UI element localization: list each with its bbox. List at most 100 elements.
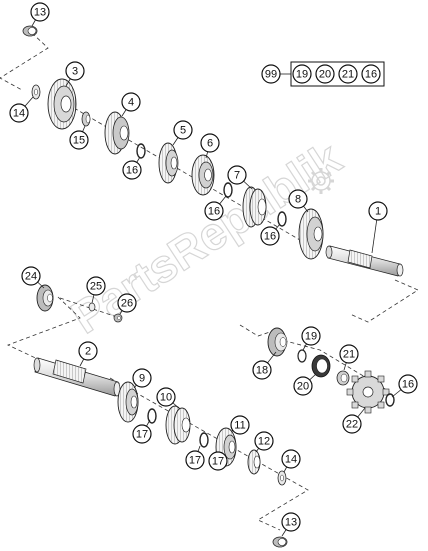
callout-number: 17 (212, 456, 224, 468)
washer-part (88, 302, 96, 312)
spacer-part (336, 370, 350, 386)
callout-c20: 20 (293, 376, 313, 396)
callout-number: 16 (264, 231, 276, 243)
callout-c11: 11 (230, 415, 250, 435)
callout-number: 16 (365, 69, 377, 81)
circlip-part (385, 393, 395, 407)
callout-c18: 18 (252, 360, 272, 380)
callout-number: 20 (297, 381, 309, 393)
needle-bearing-part (272, 536, 288, 548)
callout-number: 8 (295, 194, 301, 206)
callout-number: 24 (25, 271, 37, 283)
circlip-part (277, 211, 287, 227)
circlip-part (199, 432, 209, 448)
callout-c24: 24 (21, 266, 41, 286)
gear-part (165, 405, 191, 445)
callout-c17a: 17 (132, 424, 152, 444)
callout-number: 22 (346, 419, 358, 431)
gear-part (298, 208, 324, 260)
circlip-part (223, 182, 233, 198)
gear-part (191, 154, 215, 196)
thrust-washer-part (31, 84, 41, 100)
ball-bearing-part (267, 327, 288, 357)
circlip-part (147, 408, 157, 424)
callout-c1: 1 (368, 201, 388, 221)
kit-callout-item: 20 (315, 64, 335, 84)
ball-bearing-part (36, 284, 54, 312)
callout-number: 18 (256, 365, 268, 377)
callout-number: 1 (375, 206, 381, 218)
circlip-part (136, 143, 146, 159)
callout-c16c: 16 (260, 226, 280, 246)
callout-c25: 25 (86, 276, 106, 296)
callout-labels: 13 3 14 15 4 5 16 6 16 7 8 16 1 24 25 26 2 19 21 18 20 16 22 9 1… (9, 2, 418, 537)
callout-number: 20 (319, 69, 331, 81)
callout-number: 12 (258, 436, 270, 448)
callout-c17c: 17 (208, 451, 228, 471)
callout-number: 15 (73, 135, 85, 147)
callout-c19: 19 (301, 326, 321, 346)
callout-number: 13 (285, 517, 297, 529)
callout-number: 4 (128, 97, 134, 109)
gear-part (47, 78, 77, 130)
callout-c8: 8 (288, 189, 308, 209)
shaft-seal-part (311, 354, 331, 378)
callout-number: 21 (342, 69, 354, 81)
callout-c15: 15 (69, 130, 89, 150)
callout-number: 11 (234, 420, 245, 432)
callout-c9: 9 (132, 368, 152, 388)
sprocket-part (346, 370, 390, 414)
bushing-part (81, 111, 91, 127)
callout-number: 17 (136, 429, 148, 441)
callout-c22: 22 (342, 414, 362, 434)
gear-part (158, 142, 179, 184)
kit-callout-main: 99 (261, 64, 281, 84)
kit-callout-item: 21 (338, 64, 358, 84)
callout-number: 21 (343, 349, 355, 361)
callout-c4: 4 (121, 92, 141, 112)
callout-c21: 21 (339, 344, 359, 364)
callout-c16d: 16 (398, 374, 418, 394)
needle-bearing-part (22, 25, 38, 37)
callout-c13b: 13 (281, 512, 301, 532)
kit-callout-item: 19 (292, 64, 312, 84)
callout-number: 10 (160, 392, 172, 404)
counter-shaft-part (33, 357, 121, 397)
gear-part (247, 449, 261, 475)
gear-part (117, 381, 139, 423)
repair-kit-group (280, 61, 385, 87)
callout-c14b: 14 (281, 449, 301, 469)
callout-c2: 2 (78, 341, 98, 361)
callout-c14a: 14 (9, 103, 29, 123)
callout-number: 16 (126, 165, 138, 177)
kit-callout-item: 16 (361, 64, 381, 84)
callout-c16b: 16 (204, 201, 224, 221)
callout-number: 14 (13, 108, 25, 120)
gear-part (104, 111, 130, 155)
nut-part (113, 313, 123, 323)
callout-number: 6 (207, 138, 213, 150)
callout-number: 16 (402, 379, 414, 391)
callout-number: 13 (34, 7, 46, 19)
callout-c16a: 16 (122, 160, 142, 180)
callout-number: 5 (180, 125, 186, 137)
callout-c10: 10 (156, 387, 176, 407)
callout-c26: 26 (117, 293, 137, 313)
gear-part (242, 186, 267, 228)
watermark-gear-icon (308, 168, 334, 194)
callout-number: 26 (121, 298, 133, 310)
callout-number: 3 (72, 66, 78, 78)
o-ring-part (297, 349, 307, 363)
callout-number: 16 (208, 206, 220, 218)
callout-number: 17 (189, 455, 201, 467)
callout-c17b: 17 (185, 450, 205, 470)
callout-number: 9 (139, 373, 145, 385)
callout-c3: 3 (65, 61, 85, 81)
callout-number: 7 (234, 170, 240, 182)
callout-number: 19 (305, 331, 317, 343)
callout-number: 99 (265, 69, 277, 81)
callout-number: 25 (90, 281, 102, 293)
callout-c12: 12 (254, 431, 274, 451)
callout-c5: 5 (173, 120, 193, 140)
